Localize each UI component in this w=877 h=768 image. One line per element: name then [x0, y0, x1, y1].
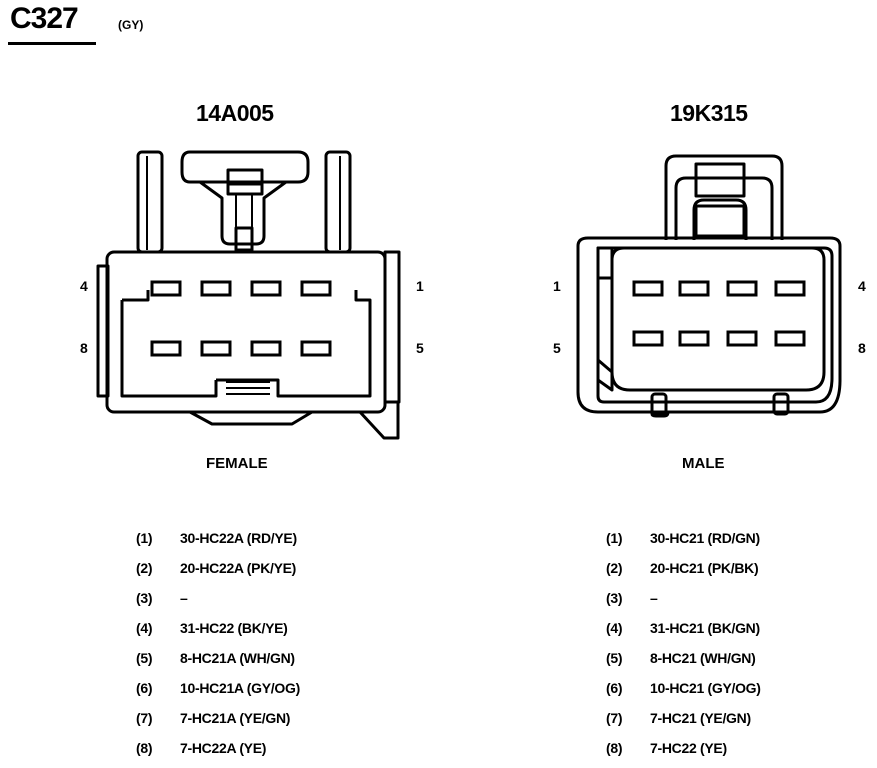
right-gender-label: MALE [682, 455, 725, 472]
pin-circuit: 30-HC22A (RD/YE) [180, 530, 297, 546]
pin-number: (6) [606, 680, 623, 696]
pin-circuit: 31-HC21 (BK/GN) [650, 620, 760, 636]
pin-number: (5) [606, 650, 623, 666]
connector-id: C327 [10, 2, 79, 35]
pin-circuit: 7-HC22 (YE) [650, 740, 727, 756]
male-pin-cavities [632, 280, 806, 347]
pin-circuit: 20-HC21 (PK/BK) [650, 560, 759, 576]
female-pin-label-bottom-right: 5 [416, 340, 424, 356]
pin-number: (5) [136, 650, 153, 666]
female-pin-label-top-left: 4 [80, 278, 88, 294]
female-pin-label-top-right: 1 [416, 278, 424, 294]
connector-color: (GY) [118, 18, 144, 32]
pin-number: (7) [136, 710, 153, 726]
pin-circuit: 8-HC21A (WH/GN) [180, 650, 295, 666]
pin-circuit: 7-HC21A (YE/GN) [180, 710, 291, 726]
male-pin-label-top-left: 1 [553, 278, 561, 294]
connector-diagrams [96, 150, 842, 440]
female-connector-drawing [96, 150, 401, 440]
pin-number: (4) [606, 620, 623, 636]
pin-circuit: 10-HC21 (GY/OG) [650, 680, 761, 696]
pin-number: (3) [136, 590, 153, 606]
male-pin-label-top-right: 4 [858, 278, 866, 294]
female-pin-cavities [150, 280, 332, 357]
pin-number: (3) [606, 590, 623, 606]
pin-number: (1) [606, 530, 623, 546]
pin-circuit: 10-HC21A (GY/OG) [180, 680, 300, 696]
pin-number: (6) [136, 680, 153, 696]
pin-circuit: 20-HC22A (PK/YE) [180, 560, 297, 576]
male-connector-drawing [576, 154, 842, 418]
right-part-number: 19K315 [670, 100, 748, 126]
title-underline [8, 42, 96, 45]
pin-number: (2) [136, 560, 153, 576]
pin-circuit: 31-HC22 (BK/YE) [180, 620, 288, 636]
left-gender-label: FEMALE [206, 455, 268, 472]
pin-number: (1) [136, 530, 153, 546]
pin-number: (2) [606, 560, 623, 576]
pin-circuit: 7-HC22A (YE) [180, 740, 267, 756]
pin-circuit: 30-HC21 (RD/GN) [650, 530, 760, 546]
pin-circuit: 7-HC21 (YE/GN) [650, 710, 751, 726]
pin-circuit: – [650, 590, 658, 606]
female-pin-label-bottom-left: 8 [80, 340, 88, 356]
pin-number: (4) [136, 620, 153, 636]
male-pin-label-bottom-right: 8 [858, 340, 866, 356]
pin-number: (8) [606, 740, 623, 756]
male-pin-label-bottom-left: 5 [553, 340, 561, 356]
pin-number: (7) [606, 710, 623, 726]
left-part-number: 14A005 [196, 100, 274, 126]
pin-number: (8) [136, 740, 153, 756]
pin-circuit: 8-HC21 (WH/GN) [650, 650, 756, 666]
pin-circuit: – [180, 590, 188, 606]
